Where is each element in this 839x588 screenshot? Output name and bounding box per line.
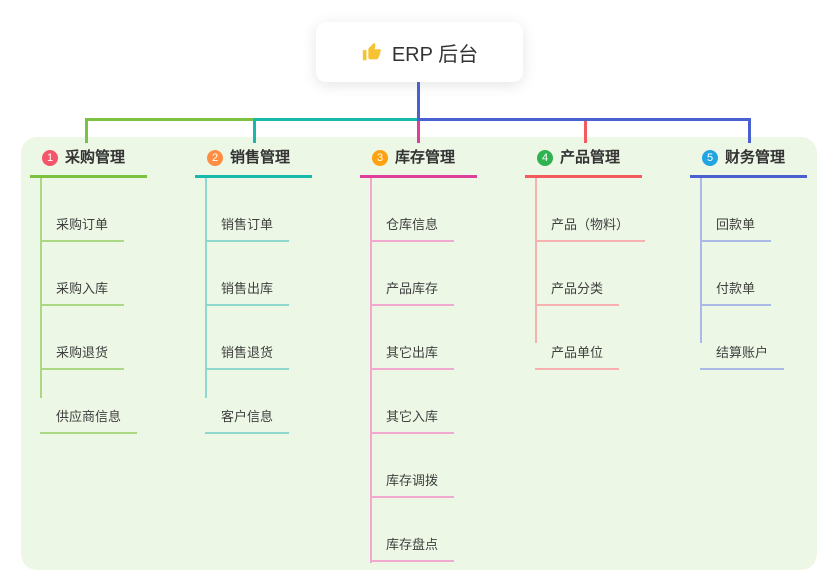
child-label: 产品单位 [551, 345, 604, 360]
child-node[interactable]: 回款单 [700, 178, 772, 242]
child-node[interactable]: 仓库信息 [370, 178, 455, 242]
branch-spine-line [700, 178, 702, 343]
branch-number-badge: 1 [42, 150, 58, 166]
child-node[interactable]: 采购订单 [40, 178, 125, 242]
child-label: 其它出库 [386, 345, 439, 360]
branch-label: 采购管理 [65, 149, 126, 166]
connector-branch-drop-5 [748, 121, 751, 143]
branch-node-3[interactable]: 3 库存管理 [360, 148, 478, 178]
child-node[interactable]: 产品分类 [535, 242, 620, 306]
child-label: 客户信息 [221, 409, 274, 424]
child-node[interactable]: 采购入库 [40, 242, 125, 306]
child-node[interactable]: 其它入库 [370, 370, 455, 434]
child-node[interactable]: 结算账户 [700, 306, 785, 370]
branch-number-badge: 3 [372, 150, 388, 166]
child-label: 产品（物料） [551, 217, 630, 232]
child-label: 库存盘点 [386, 537, 439, 552]
connector-branch-drop-3 [417, 121, 420, 143]
child-label: 采购退货 [56, 345, 109, 360]
branch-spine-line [370, 178, 372, 563]
child-label: 产品分类 [551, 281, 604, 296]
connector-bus-middle [253, 118, 417, 121]
child-label: 回款单 [716, 217, 756, 232]
branch-label: 财务管理 [725, 149, 786, 166]
branch-4: 4 产品管理产品（物料） 产品分类产品单位 [525, 148, 646, 370]
child-label: 销售出库 [221, 281, 274, 296]
branch-spine-line [535, 178, 537, 343]
child-node[interactable]: 产品（物料） [535, 178, 646, 242]
child-node[interactable]: 付款单 [700, 242, 772, 306]
branch-label: 销售管理 [230, 149, 291, 166]
connector-branch-drop-2 [253, 121, 256, 143]
child-label: 采购订单 [56, 217, 109, 232]
branch-1: 1 采购管理采购订单采购入库采购退货供应商信息 [30, 148, 148, 434]
child-node[interactable]: 供应商信息 [40, 370, 138, 434]
child-node[interactable]: 采购退货 [40, 306, 125, 370]
child-label: 其它入库 [386, 409, 439, 424]
child-label: 销售退货 [221, 345, 274, 360]
child-node[interactable]: 销售订单 [205, 178, 290, 242]
child-label: 仓库信息 [386, 217, 439, 232]
connector-branch-drop-1 [85, 121, 88, 143]
child-node[interactable]: 库存盘点 [370, 498, 455, 562]
child-node[interactable]: 出库库明细 [370, 562, 467, 588]
root-node[interactable]: ERP 后台 [316, 22, 523, 82]
branch-2: 2 销售管理销售订单销售出库销售退货客户信息 [195, 148, 313, 434]
branch-label: 产品管理 [560, 149, 621, 166]
child-node[interactable]: 其它出库 [370, 306, 455, 370]
child-node[interactable]: 库存调拨 [370, 434, 455, 498]
branch-node-4[interactable]: 4 产品管理 [525, 148, 643, 178]
child-node[interactable]: 产品单位 [535, 306, 620, 370]
child-node[interactable]: 销售退货 [205, 306, 290, 370]
child-label: 销售订单 [221, 217, 274, 232]
child-label: 库存调拨 [386, 473, 439, 488]
root-label: ERP 后台 [391, 43, 479, 66]
branch-node-5[interactable]: 5 财务管理 [690, 148, 808, 178]
child-label: 供应商信息 [56, 409, 122, 424]
branch-spine-line [40, 178, 42, 398]
branch-node-1[interactable]: 1 采购管理 [30, 148, 148, 178]
connector-bus-left [85, 118, 254, 121]
child-node[interactable]: 客户信息 [205, 370, 290, 434]
branch-5: 5 财务管理回款单付款单结算账户 [690, 148, 808, 370]
child-label: 付款单 [716, 281, 756, 296]
child-node[interactable]: 产品库存 [370, 242, 455, 306]
branch-label: 库存管理 [395, 149, 456, 166]
thumbs-up-icon [361, 41, 383, 63]
child-label: 采购入库 [56, 281, 109, 296]
connector-branch-drop-4 [584, 121, 587, 143]
branch-number-badge: 2 [207, 150, 223, 166]
branch-3: 3 库存管理仓库信息产品库存其它出库其它入库库存调拨库存盘点出库库明细 [360, 148, 478, 588]
child-label: 产品库存 [386, 281, 439, 296]
branch-node-2[interactable]: 2 销售管理 [195, 148, 313, 178]
branch-spine-line [205, 178, 207, 398]
child-label: 结算账户 [716, 345, 769, 360]
connector-root-stem [417, 82, 420, 121]
child-node[interactable]: 销售出库 [205, 242, 290, 306]
branch-number-badge: 5 [702, 150, 718, 166]
branch-number-badge: 4 [537, 150, 553, 166]
connector-bus-right [417, 118, 751, 121]
